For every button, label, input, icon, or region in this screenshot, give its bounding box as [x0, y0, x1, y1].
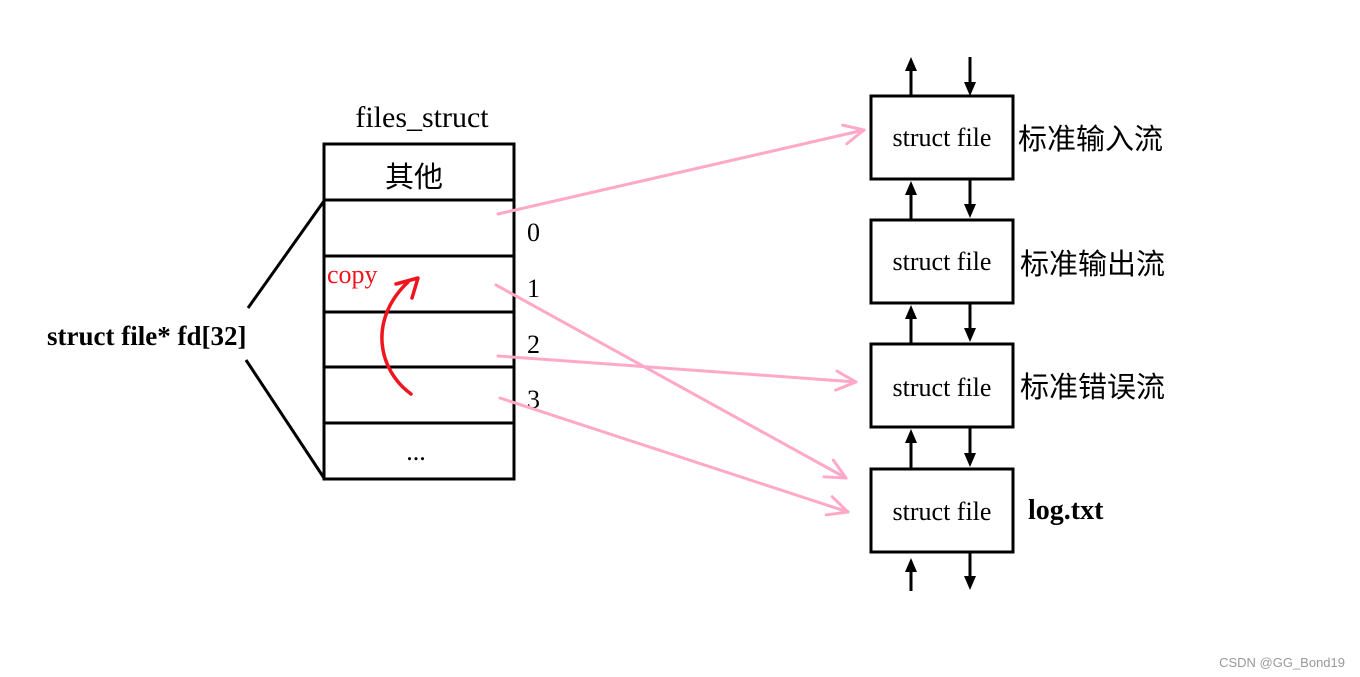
copy-arrow — [380, 276, 420, 396]
struct-file-caption: log.txt — [1028, 495, 1104, 526]
pointer-arrow-head — [824, 495, 850, 517]
down-arrow-icon — [964, 303, 976, 342]
struct-file-0: struct file 标准输入流 — [869, 94, 1163, 181]
arrow-head — [964, 453, 976, 467]
up-arrow-icon — [905, 429, 917, 469]
arrow-head — [964, 328, 976, 342]
arrow-head — [905, 57, 917, 71]
arrow-head — [964, 204, 976, 218]
copy-arrow-head — [394, 276, 420, 300]
down-arrow-icon — [964, 57, 976, 96]
fd-pointer-arrow — [498, 396, 850, 517]
struct-file-box — [869, 218, 1015, 305]
fd-index-2: 2 — [527, 330, 540, 359]
down-arrow-icon — [964, 427, 976, 467]
arrow-head — [905, 429, 917, 443]
struct-file-1: struct file 标准输出流 — [869, 218, 1165, 305]
pointer-arrow-head — [841, 123, 866, 146]
pointer-line — [498, 396, 850, 514]
pointer-line — [496, 128, 866, 216]
down-arrow-icon — [964, 552, 976, 590]
pointer-line — [494, 283, 848, 480]
arrow-head — [905, 181, 917, 195]
fd-index-0: 0 — [527, 218, 540, 247]
fd-pointer-arrows — [494, 123, 866, 517]
arrow-head — [905, 305, 917, 319]
pointer-line — [496, 354, 858, 384]
watermark: CSDN @GG_Bond19 — [1219, 655, 1345, 670]
struct-file-caption: 标准输出流 — [1020, 248, 1165, 281]
struct-file-label: struct file — [893, 247, 992, 276]
pointer-arrow-head — [822, 458, 848, 480]
files-struct-title: files_struct — [355, 101, 489, 134]
other-cell-label: 其他 — [385, 161, 443, 194]
down-arrow-icon — [964, 179, 976, 218]
struct-file-caption: 标准输入流 — [1018, 123, 1163, 156]
fd-pointer-arrow — [494, 283, 848, 480]
struct-file-2: struct file 标准错误流 — [869, 342, 1165, 429]
up-arrow-icon — [905, 305, 917, 344]
up-arrow-icon — [905, 181, 917, 220]
copy-arrow-curve — [380, 280, 413, 396]
struct-file-3: struct file log.txt — [869, 467, 1104, 554]
fd-pointer-arrow — [496, 354, 858, 392]
up-arrow-icon — [905, 558, 917, 591]
pointer-arrow-head — [834, 369, 858, 392]
struct-file-label: struct file — [893, 497, 992, 526]
file-link-arrows — [905, 57, 976, 591]
arrow-head — [905, 558, 917, 572]
up-arrow-icon — [905, 57, 917, 96]
copy-label: copy — [327, 260, 378, 289]
bracket-line-bottom — [244, 359, 326, 479]
arrow-head — [964, 82, 976, 96]
struct-file-label: struct file — [893, 373, 992, 402]
struct-file-box — [869, 467, 1015, 554]
struct-file-box — [869, 342, 1015, 429]
fd-pointer-arrow — [496, 123, 866, 216]
struct-file-box — [869, 94, 1015, 181]
struct-file-label: struct file — [893, 123, 992, 152]
ellipsis-cell-label: ... — [406, 437, 426, 466]
fd-array-label: struct file* fd[32] — [47, 321, 246, 351]
files-struct-table: 其他 ... — [322, 142, 516, 481]
struct-file-caption: 标准错误流 — [1020, 371, 1165, 404]
arrow-head — [964, 576, 976, 590]
fd-index-1: 1 — [527, 274, 540, 303]
bracket-line-top — [246, 200, 326, 309]
